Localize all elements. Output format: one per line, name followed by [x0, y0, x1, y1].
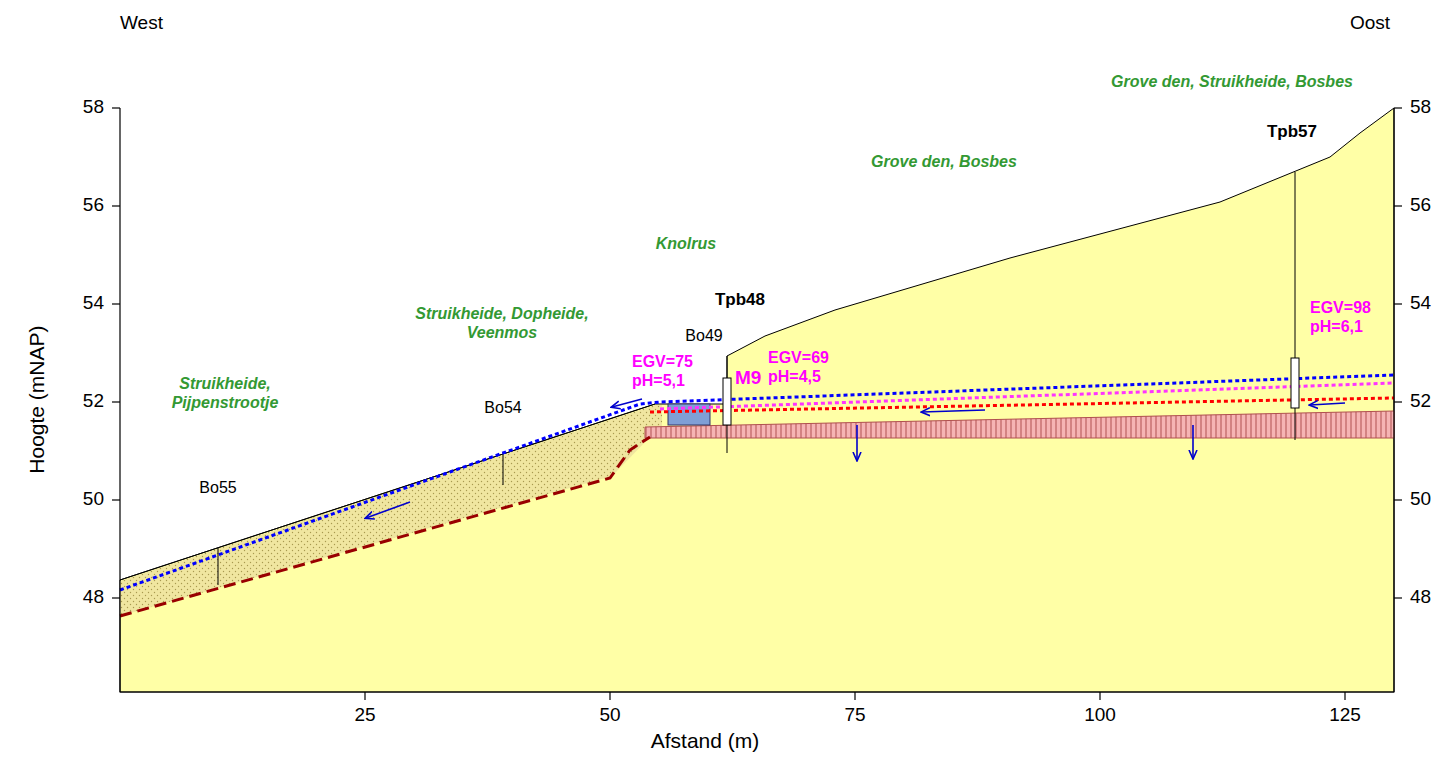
axis-tick — [1394, 205, 1402, 206]
axis-tick — [1394, 499, 1402, 500]
blue-level — [120, 375, 1394, 590]
topsoil-layer — [120, 405, 662, 616]
axis-title: Afstand (m) — [651, 728, 760, 753]
axis-tick — [609, 692, 610, 700]
well-name: Tpb48 — [715, 290, 765, 310]
y-tick-label: 48 — [83, 586, 104, 609]
chemistry-note: EGV=75 pH=5,1 — [632, 352, 704, 390]
ground — [120, 108, 1394, 692]
y-tick-label: 58 — [1410, 96, 1431, 119]
sample-code: M9 — [735, 367, 761, 390]
axis-tick — [112, 597, 120, 598]
y-tick-label: 52 — [1410, 390, 1431, 413]
y-tick-label: 52 — [83, 390, 104, 413]
y-tick-label: 54 — [1410, 292, 1431, 315]
vegetation-label: Grove den, Struikheide, Bosbes — [1111, 72, 1353, 91]
axis-tick — [1344, 692, 1345, 700]
y-tick-label: 56 — [83, 194, 104, 217]
y-tick-label: 50 — [1410, 488, 1431, 511]
x-tick-label: 75 — [844, 704, 865, 727]
axis-tick — [1394, 597, 1402, 598]
x-tick-label: 25 — [354, 704, 375, 727]
y-tick-label: 54 — [83, 292, 104, 315]
axis-tick — [112, 499, 120, 500]
well-name: Tpb57 — [1267, 122, 1317, 142]
y-tick-label: 50 — [83, 488, 104, 511]
direction-label: Oost — [1350, 12, 1390, 35]
direction-label: West — [120, 12, 163, 35]
axis-tick — [112, 401, 120, 402]
axis-tick — [1394, 107, 1402, 108]
borehole-name: Bo54 — [484, 398, 521, 417]
axis-tick — [112, 107, 120, 108]
axis-tick — [1394, 401, 1402, 402]
x-tick-label: 100 — [1084, 704, 1116, 727]
axis-title: Hoogte (mNAP) — [23, 326, 48, 474]
borehole-name: Bo55 — [199, 478, 236, 497]
vegetation-label: Struikheide, Dopheide, Veenmos — [402, 304, 602, 342]
y-tick-label: 58 — [83, 96, 104, 119]
y-tick-label: 48 — [1410, 586, 1431, 609]
vegetation-label: Grove den, Bosbes — [871, 152, 1017, 171]
axes-frame — [120, 108, 1394, 692]
vegetation-label: Knolrus — [656, 234, 716, 253]
vegetation-label: Struikheide, Pijpenstrootje — [160, 374, 290, 412]
axis-tick — [854, 692, 855, 700]
x-tick-label: 125 — [1329, 704, 1361, 727]
clay-layer — [645, 411, 1394, 438]
axis-tick — [112, 205, 120, 206]
axis-tick — [1099, 692, 1100, 700]
base-line — [120, 437, 650, 616]
axis-tick — [112, 303, 120, 304]
axis-tick — [1394, 303, 1402, 304]
pink-level — [660, 383, 1394, 409]
axis-tick — [364, 692, 365, 700]
borehole-name: Bo49 — [685, 326, 722, 345]
y-tick-label: 56 — [1410, 194, 1431, 217]
chemistry-note: EGV=69 pH=4,5 — [768, 348, 840, 386]
chemistry-note: EGV=98 pH=6,1 — [1310, 298, 1382, 336]
x-tick-label: 50 — [599, 704, 620, 727]
